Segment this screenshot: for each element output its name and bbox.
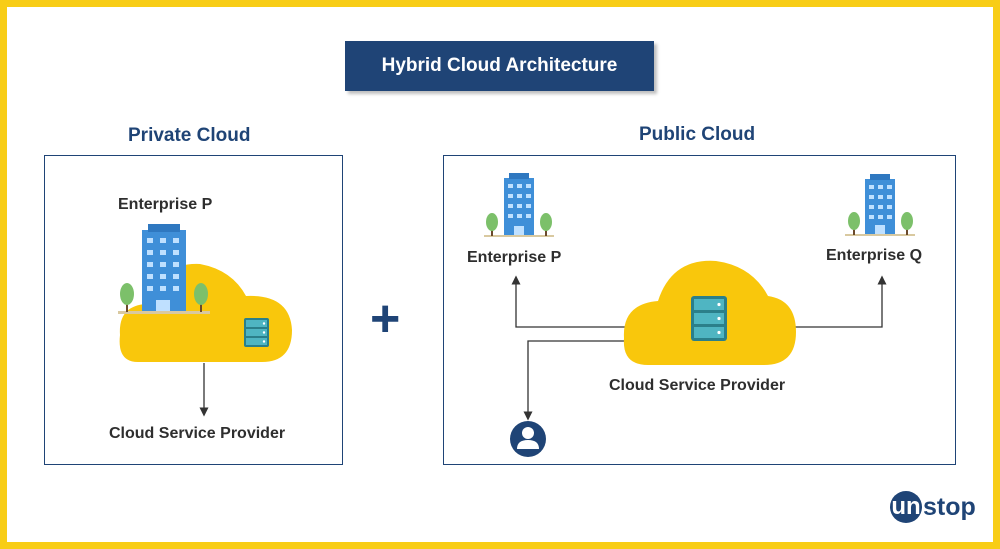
arrow-icon <box>511 275 640 328</box>
user-avatar-icon <box>510 421 546 457</box>
tree-icon <box>901 212 913 235</box>
arrow-icon <box>523 340 640 421</box>
logo-text: stop <box>923 492 976 521</box>
office-building-icon <box>845 174 915 236</box>
public-enterprise-p-label: Enterprise P <box>467 249 562 266</box>
server-rack-icon <box>691 296 727 341</box>
private-cloud-heading: Private Cloud <box>128 125 251 146</box>
arrow-icon <box>760 275 887 328</box>
logo-badge: un <box>890 491 922 523</box>
public-cloud-provider-label: Cloud Service Provider <box>609 377 786 394</box>
diagram-title: Hybrid Cloud Architecture <box>345 41 654 91</box>
tree-icon <box>194 283 208 312</box>
tree-icon <box>540 213 552 236</box>
tree-icon <box>486 213 498 236</box>
private-enterprise-p-label: Enterprise P <box>118 196 213 213</box>
private-cloud-provider-label: Cloud Service Provider <box>109 425 286 442</box>
public-enterprise-q-label: Enterprise Q <box>826 247 923 264</box>
plus-icon: + <box>370 290 401 348</box>
office-building-icon <box>118 224 210 314</box>
tree-icon <box>848 212 860 235</box>
public-cloud-heading: Public Cloud <box>639 124 756 145</box>
tree-icon <box>120 283 134 312</box>
server-rack-icon <box>244 318 269 347</box>
office-building-icon <box>484 173 554 237</box>
